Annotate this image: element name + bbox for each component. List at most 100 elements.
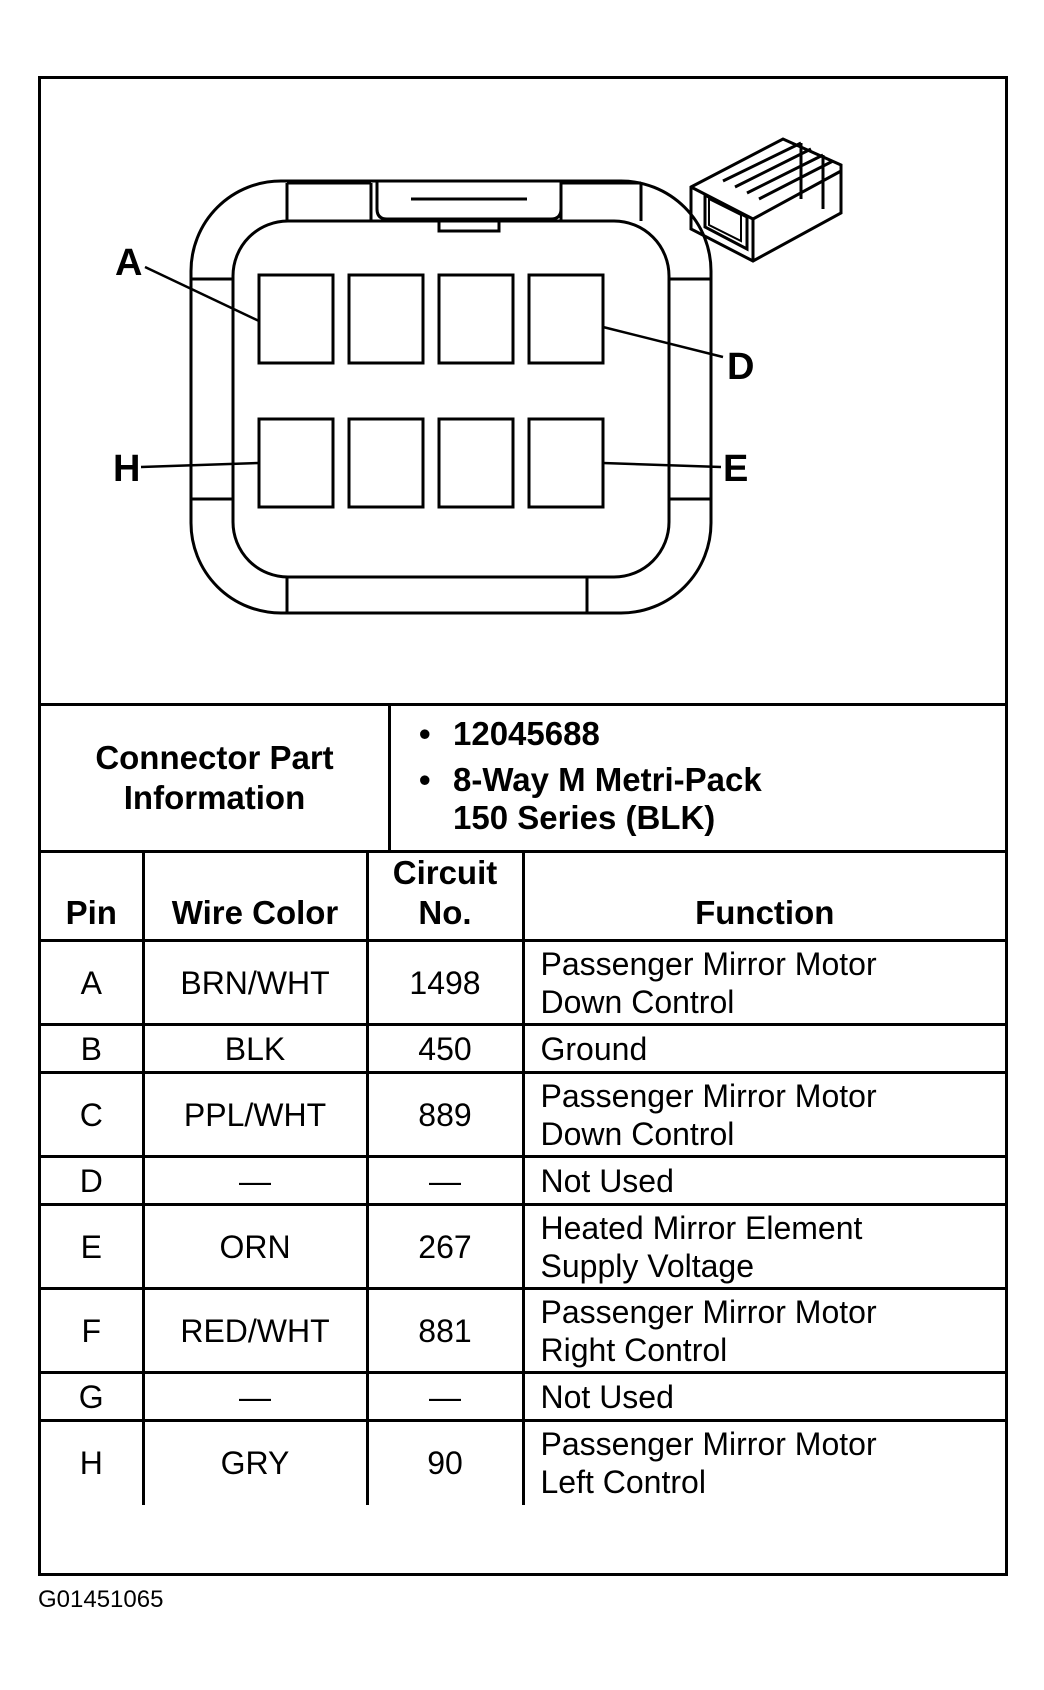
- pin-cell: A: [41, 939, 145, 1026]
- cavity-e: [527, 417, 605, 509]
- bullet-icon: •: [419, 715, 431, 752]
- connector-face-drawing: A D H E: [113, 137, 843, 615]
- connector-diagram: A D H E: [41, 79, 1005, 706]
- function-line1: Passenger Mirror Motor: [540, 945, 877, 982]
- connector-type-item: • 8-Way M Metri-Pack: [419, 760, 762, 800]
- wire-color-cell: GRY: [141, 1419, 369, 1505]
- part-number: 12045688: [453, 715, 600, 752]
- connector-type-item-cont: 150 Series (BLK): [453, 798, 715, 838]
- table-header-row: Pin Wire Color Circuit No. Function: [41, 853, 1005, 942]
- header-wire-color: Wire Color: [141, 853, 369, 942]
- cavity-a: [257, 273, 335, 365]
- cavity-row-top: [257, 273, 605, 365]
- function-line2: Down Control: [540, 983, 735, 1020]
- circuit-cell: —: [365, 1371, 525, 1422]
- header-circuit-line1: Circuit: [392, 854, 498, 891]
- pin-cell: C: [41, 1071, 145, 1158]
- pin-cell: F: [41, 1287, 145, 1374]
- cavity-h: [257, 417, 335, 509]
- function-line1: Heated Mirror Element: [540, 1209, 863, 1246]
- circuit-cell: 90: [365, 1419, 525, 1505]
- circuit-cell: 889: [365, 1071, 525, 1158]
- leader-line-a: [144, 265, 260, 323]
- pin-cell: B: [41, 1023, 145, 1074]
- wire-color-cell: RED/WHT: [141, 1287, 369, 1374]
- cavity-f: [437, 417, 515, 509]
- function-cell: Not Used: [521, 1155, 1005, 1206]
- cavity-d: [527, 273, 605, 365]
- table-row: C PPL/WHT 889 Passenger Mirror Motor Dow…: [41, 1071, 1005, 1158]
- table-row: E ORN 267 Heated Mirror Element Supply V…: [41, 1203, 1005, 1290]
- function-line2: Supply Voltage: [540, 1247, 755, 1284]
- function-cell: Ground: [521, 1023, 1005, 1074]
- wire-color-cell: BRN/WHT: [141, 939, 369, 1026]
- function-cell: Passenger Mirror Motor Down Control: [521, 1071, 1005, 1158]
- function-line1: Not Used: [540, 1162, 674, 1199]
- connector-part-info: Connector Part Information • 12045688 • …: [41, 706, 1005, 853]
- cavity-g: [347, 417, 425, 509]
- pin-cell: G: [41, 1371, 145, 1422]
- circuit-cell: 1498: [365, 939, 525, 1026]
- pin-label-e: E: [723, 448, 748, 490]
- pin-cell: H: [41, 1419, 145, 1505]
- function-cell: Passenger Mirror Motor Right Control: [521, 1287, 1005, 1374]
- table-row: F RED/WHT 881 Passenger Mirror Motor Rig…: [41, 1287, 1005, 1374]
- top-tab-right: [559, 181, 643, 221]
- pin-label-h: H: [113, 448, 140, 490]
- connector-inner-housing: [231, 219, 671, 579]
- circuit-cell: 450: [365, 1023, 525, 1074]
- part-number-item: • 12045688: [419, 714, 600, 754]
- cavity-b: [347, 273, 425, 365]
- header-circuit-line2: No.: [418, 894, 472, 931]
- wire-color-cell: —: [141, 1155, 369, 1206]
- circuit-cell: 881: [365, 1287, 525, 1374]
- function-line1: Ground: [540, 1030, 648, 1067]
- connector-3d-icon: [689, 137, 843, 263]
- figure-id: G01451065: [38, 1586, 164, 1613]
- leader-line-e: [602, 461, 722, 469]
- function-line1: Not Used: [540, 1378, 674, 1415]
- left-ribs: [191, 277, 233, 501]
- function-line2: Down Control: [540, 1115, 735, 1152]
- table-row: D — — Not Used: [41, 1155, 1005, 1206]
- function-line1: Passenger Mirror Motor: [540, 1293, 877, 1330]
- bullet-icon: •: [419, 761, 431, 798]
- function-line2: Right Control: [540, 1331, 728, 1368]
- leader-line-h: [140, 461, 260, 469]
- table-row: G — — Not Used: [41, 1371, 1005, 1422]
- pinout-table: Pin Wire Color Circuit No. Function A BR…: [41, 853, 1005, 1505]
- wire-color-cell: BLK: [141, 1023, 369, 1074]
- table-row: A BRN/WHT 1498 Passenger Mirror Motor Do…: [41, 939, 1005, 1026]
- cavity-row-bottom: [257, 417, 605, 509]
- connector-outer-housing: [189, 179, 713, 615]
- connector-type-line2: 150 Series (BLK): [453, 799, 716, 836]
- function-line1: Passenger Mirror Motor: [540, 1426, 877, 1463]
- pin-label-a: A: [115, 242, 142, 284]
- connector-info-label-cell: Connector Part Information: [41, 706, 391, 850]
- function-line1: Passenger Mirror Motor: [540, 1077, 877, 1114]
- connector-info-values-cell: • 12045688 • 8-Way M Metri-Pack 150 Seri…: [391, 706, 1005, 850]
- table-row: H GRY 90 Passenger Mirror Motor Left Con…: [41, 1419, 1005, 1505]
- header-circuit: Circuit No.: [365, 853, 525, 942]
- connector-sheet: A D H E Connector Part Information • 120…: [38, 76, 1008, 1576]
- circuit-cell: 267: [365, 1203, 525, 1290]
- circuit-cell: —: [365, 1155, 525, 1206]
- function-cell: Passenger Mirror Motor Down Control: [521, 939, 1005, 1026]
- wire-color-cell: PPL/WHT: [141, 1071, 369, 1158]
- table-row: B BLK 450 Ground: [41, 1023, 1005, 1074]
- wire-color-cell: ORN: [141, 1203, 369, 1290]
- pin-label-d: D: [727, 346, 754, 388]
- header-pin: Pin: [41, 853, 145, 942]
- function-line2: Left Control: [540, 1464, 706, 1501]
- leader-line-d: [602, 325, 724, 359]
- function-cell: Passenger Mirror Motor Left Control: [521, 1419, 1005, 1505]
- function-cell: Heated Mirror Element Supply Voltage: [521, 1203, 1005, 1290]
- bottom-tab: [285, 577, 589, 613]
- lock-notch: [437, 217, 501, 233]
- connector-info-label: Connector Part Information: [95, 739, 334, 816]
- top-tab-left: [285, 181, 373, 221]
- right-ribs: [669, 277, 711, 501]
- header-function: Function: [521, 853, 1005, 942]
- connector-type-line1: 8-Way M Metri-Pack: [453, 761, 762, 798]
- cavity-c: [437, 273, 515, 365]
